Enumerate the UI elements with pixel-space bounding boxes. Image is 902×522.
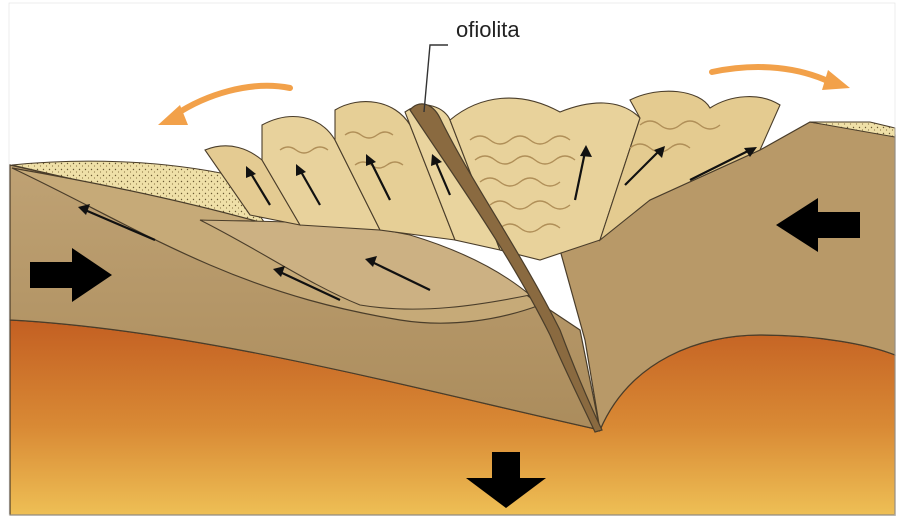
ophiolite-label: ofiolita bbox=[456, 17, 520, 42]
